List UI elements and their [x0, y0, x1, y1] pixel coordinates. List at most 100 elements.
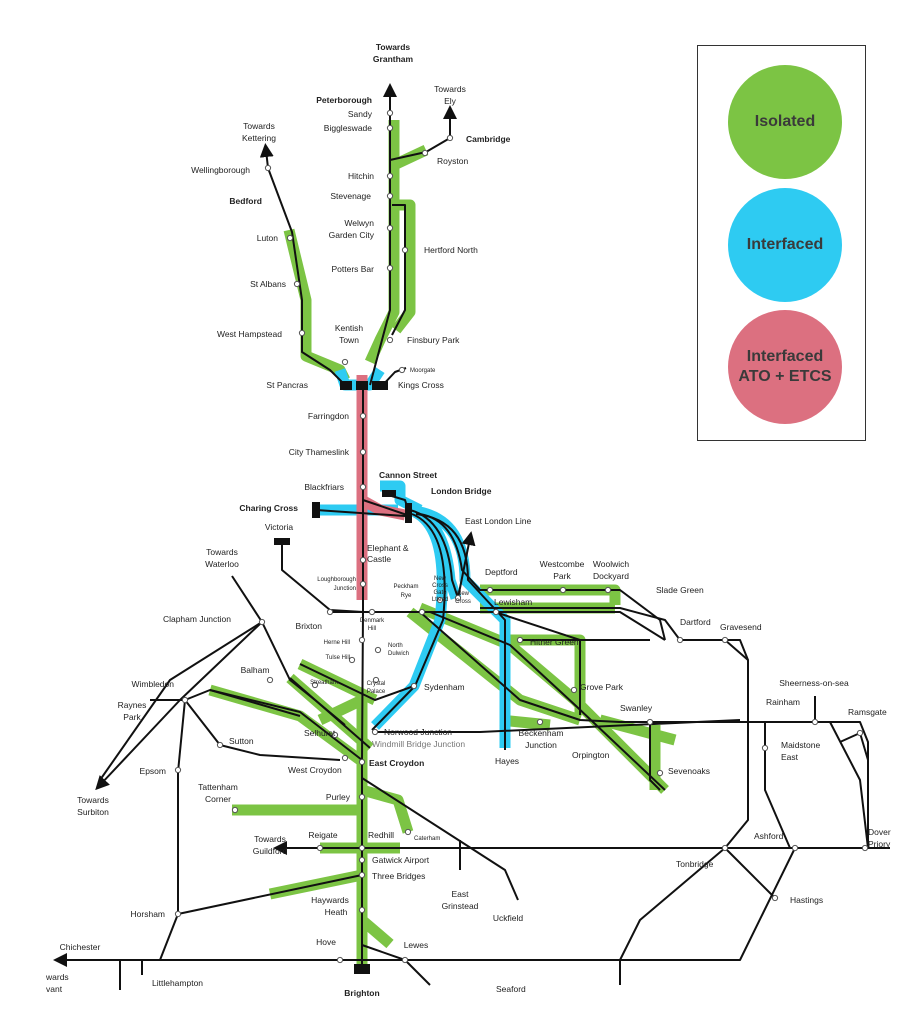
station-hertford	[401, 246, 409, 254]
deptford-track	[419, 513, 666, 641]
label-grove-park: Grove Park	[580, 682, 624, 692]
station-stevenage	[386, 192, 394, 200]
label-redhill: Redhill	[368, 830, 394, 840]
label-bedford: Bedford	[229, 196, 262, 206]
label-west-croydon: West Croydon	[288, 765, 342, 775]
label-tonbridge: Tonbridge	[676, 859, 714, 869]
label-hastings: Hastings	[790, 895, 823, 905]
station-finsbury-park	[386, 336, 394, 344]
label-kentish-1: Kentish	[335, 323, 364, 333]
station-biggleswade	[386, 124, 394, 132]
label-kings-cross: Kings Cross	[398, 380, 444, 390]
caterham-highlight	[360, 784, 414, 834]
label-east-croydon: East Croydon	[369, 758, 424, 768]
horsham-coast-track	[159, 913, 179, 961]
station-hither-green	[516, 636, 524, 644]
label-gatwick: Gatwick Airport	[372, 855, 430, 865]
norwood-track	[375, 719, 741, 733]
label-towards-surbiton-1: Towards	[77, 795, 109, 805]
label-towards-guildford-2: Guildford	[253, 846, 288, 856]
station-labels: Towards Grantham Peterborough Sandy Bigg…	[45, 42, 891, 998]
label-stevenage: Stevenage	[330, 191, 371, 201]
haywards-highlight	[358, 915, 394, 949]
station-tattenham	[231, 806, 239, 814]
label-woolwich-2: Dockyard	[593, 571, 629, 581]
label-cambridge: Cambridge	[466, 134, 511, 144]
wimbledon-track	[150, 689, 301, 717]
london-bridge-terminus	[405, 503, 412, 523]
brighton-terminus	[354, 964, 370, 974]
station-sandy	[386, 109, 394, 117]
label-elephant-2: Castle	[367, 554, 391, 564]
label-herne-hill: Herne Hill	[324, 640, 350, 646]
station-norwood	[371, 728, 379, 736]
station-tonbridge	[721, 844, 729, 852]
elh-north-track	[457, 531, 476, 599]
hertford-loop-track	[391, 204, 406, 336]
station-potters-bar	[386, 264, 394, 272]
label-luton: Luton	[257, 233, 279, 243]
station-gravesend	[721, 636, 729, 644]
legend-box: Isolated Interfaced Interfaced ATO + ETC…	[697, 45, 866, 441]
station-ashford	[791, 844, 799, 852]
label-welwyn-1: Welwyn	[344, 218, 374, 228]
sydenham-track	[371, 513, 446, 731]
station-horsham	[174, 910, 182, 918]
station-herne-hill	[358, 636, 366, 644]
label-sutton: Sutton	[229, 736, 254, 746]
victoria-terminus	[274, 538, 290, 545]
station-brixton	[326, 608, 334, 616]
label-west-hampstead: West Hampstead	[217, 329, 282, 339]
label-epsom: Epsom	[140, 766, 166, 776]
label-denmark-2: Hill	[368, 626, 376, 632]
station-deptford	[486, 586, 494, 594]
station-markers	[174, 109, 869, 964]
station-west-hampstead	[298, 329, 306, 337]
label-caterham: Caterham	[414, 836, 440, 842]
label-east-london-line: East London Line	[465, 516, 531, 526]
label-westcombe-1: Westcombe	[540, 559, 585, 569]
label-ncg-2: Cross	[432, 583, 448, 589]
legend-ato-circle: Interfaced ATO + ETCS	[728, 310, 842, 424]
station-beckenham	[536, 718, 544, 726]
label-deptford: Deptford	[485, 567, 518, 577]
balham-track	[209, 689, 363, 761]
label-st-albans: St Albans	[250, 279, 286, 289]
legend-ato-label-1: Interfaced	[746, 348, 824, 365]
label-potters-bar: Potters Bar	[331, 264, 374, 274]
label-ncg-4: Ltlead	[432, 597, 448, 603]
station-grove-park	[570, 686, 578, 694]
ecml-highlight	[364, 120, 400, 365]
label-ncg-3: Gate	[433, 590, 447, 596]
blackfriars-lb-track	[362, 499, 411, 517]
label-east-grinstead-2: Grinstead	[442, 901, 479, 911]
se-main-track	[419, 611, 621, 723]
label-tulse-hill: Tulse Hill	[326, 655, 350, 661]
label-peckham-2: Rye	[401, 593, 412, 599]
cannon-street-terminus	[382, 490, 396, 497]
label-st-pancras: St Pancras	[266, 380, 308, 390]
station-wimbledon	[181, 696, 189, 704]
station-purley	[358, 793, 366, 801]
station-tulse-hill	[348, 656, 356, 664]
label-towards-havant-1: wards	[45, 972, 69, 982]
label-reigate: Reigate	[308, 830, 338, 840]
label-purley: Purley	[326, 792, 351, 802]
station-royston	[421, 149, 429, 157]
chatham-track	[429, 611, 666, 791]
label-new-cross-2: Cross	[455, 599, 471, 605]
label-uckfield: Uckfield	[493, 913, 524, 923]
station-new-cross-gate	[436, 596, 444, 604]
legend-isolated-circle: Isolated	[728, 65, 842, 179]
station-epsom	[174, 766, 182, 774]
label-north-dulwich-1: North	[388, 643, 403, 649]
label-welwyn-2: Garden City	[329, 230, 375, 240]
kings-cross-terminus	[372, 381, 388, 390]
station-new-cross	[454, 594, 462, 602]
station-blackfriars	[359, 483, 367, 491]
station-sevenoaks	[656, 769, 664, 777]
st-pancras-terminus	[340, 381, 352, 390]
swanley-track	[620, 721, 869, 848]
label-chichester: Chichester	[60, 942, 101, 952]
station-cambridge	[446, 134, 454, 142]
